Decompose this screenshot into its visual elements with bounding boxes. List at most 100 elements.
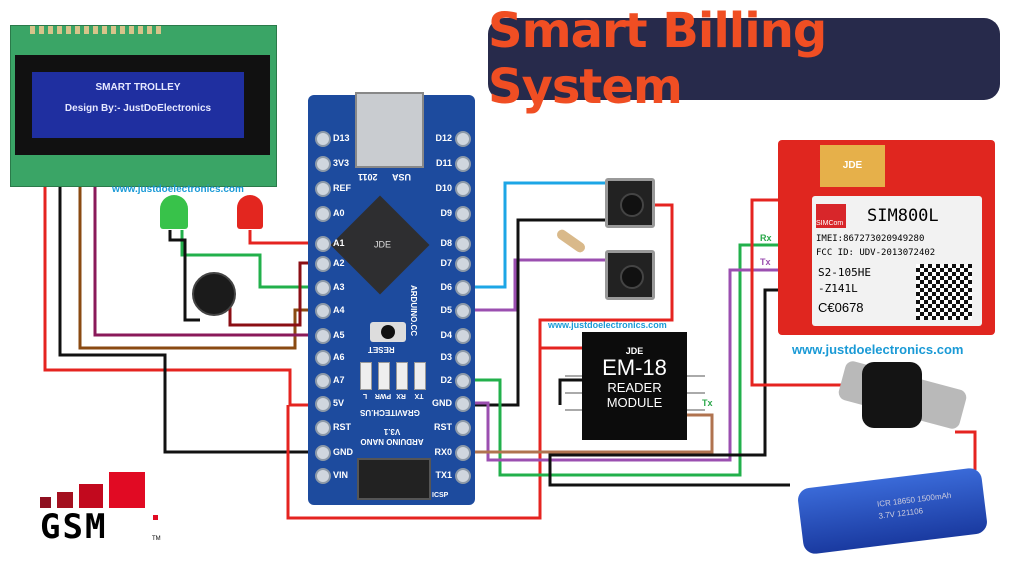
push-button-2[interactable] <box>605 250 655 300</box>
gsm-trademark: TM <box>152 536 161 542</box>
pin-right-5 <box>455 256 471 272</box>
pin-left-14 <box>315 468 331 484</box>
wire-black-sim-gnd <box>548 288 795 487</box>
power-switch[interactable] <box>862 362 922 428</box>
battery-label-2: 3.7V 121106 <box>877 506 924 521</box>
pin-label: GND <box>432 398 452 408</box>
icsp-header <box>357 458 431 500</box>
em18-reader-module: JDE EM-18 READER MODULE <box>582 332 687 440</box>
watermark-url: www.justdoelectronics.com <box>792 342 964 357</box>
wire-green-d3 <box>462 243 795 477</box>
wire-darkred-buzzer-a2 <box>228 261 322 327</box>
wire-black-gnd <box>168 230 200 322</box>
board-led <box>414 362 426 390</box>
pin-label: D12 <box>435 133 452 143</box>
pin-right-13 <box>455 445 471 461</box>
arduino-cc-label: ARDUINO.CC <box>409 285 418 337</box>
sim-code-2: -Z141L <box>818 282 858 295</box>
board-led <box>378 362 390 390</box>
pin-right-12 <box>455 420 471 436</box>
sim800l-chip: SIMCom SIM800L IMEI:867273020949280 FCC … <box>812 196 982 326</box>
pin-right-0 <box>455 131 471 147</box>
pin-label: D13 <box>333 133 350 143</box>
pin-label: A1 <box>333 238 345 248</box>
pin-label: A2 <box>333 258 345 268</box>
pin-label: D10 <box>435 183 452 193</box>
pin-left-13 <box>315 445 331 461</box>
em18-line2: READER <box>607 380 662 395</box>
wire-black-lcd-gnd <box>58 185 322 454</box>
pin-left-11 <box>315 396 331 412</box>
board-led <box>396 362 408 390</box>
wire-red-batt <box>955 430 977 470</box>
reset-label: RESET <box>368 345 395 354</box>
reset-button[interactable] <box>370 322 406 342</box>
watermark-url: www.justdoelectronics.com <box>112 184 244 195</box>
board-led <box>360 362 372 390</box>
lcd-line-1: SMART TROLLEY <box>95 82 181 93</box>
wire-purple-d2 <box>462 268 795 462</box>
chip-label: JDE <box>373 239 391 250</box>
usb-connector <box>355 92 424 168</box>
pin-label: 3V3 <box>333 158 350 168</box>
pin-left-8 <box>315 328 331 344</box>
wire-black-gnd-right <box>462 218 605 407</box>
battery-label-1: ICR 18650 1500mAh <box>876 490 952 509</box>
pin-left-2 <box>315 181 331 197</box>
sim-imei: IMEI:867273020949280 <box>816 234 925 244</box>
pin-left-9 <box>315 350 331 366</box>
pin-right-11 <box>455 396 471 412</box>
pin-label: A7 <box>333 375 345 385</box>
pin-right-10 <box>455 373 471 389</box>
pin-label: REF <box>333 183 351 193</box>
capacitor: JDE <box>820 145 885 187</box>
board-led-label: TX <box>414 392 424 399</box>
pin-label: 5V <box>333 398 345 408</box>
em18-tx-label: Tx <box>702 398 713 408</box>
usa-label: USA <box>392 172 412 182</box>
pin-right-14 <box>455 468 471 484</box>
watermark-url: www.justdoelectronics.com <box>548 320 667 330</box>
pin-label: D7 <box>440 258 452 268</box>
pin-label: D9 <box>440 208 452 218</box>
pin-left-10 <box>315 373 331 389</box>
pin-left-5 <box>315 256 331 272</box>
wire-brown-lcd-a4 <box>78 185 322 350</box>
wire-red-led-a1 <box>248 230 322 245</box>
wire-red-lcd-5v <box>43 185 322 407</box>
pin-label: A4 <box>333 305 345 315</box>
pin-label: GND <box>333 447 353 457</box>
pin-label: D5 <box>440 305 452 315</box>
page-title: Smart Billing System <box>488 3 827 115</box>
green-led <box>160 195 188 229</box>
em18-name: EM-18 <box>602 355 667 380</box>
pin-label: D3 <box>440 352 452 362</box>
pin-label: RST <box>434 422 452 432</box>
sim-tx-label: Tx <box>760 257 771 267</box>
pin-label: VIN <box>333 470 349 480</box>
pin-left-6 <box>315 280 331 296</box>
pin-right-1 <box>455 156 471 172</box>
pin-right-8 <box>455 328 471 344</box>
pin-label: A3 <box>333 282 345 292</box>
nano-model-label: ARDUINO NANO V3.1 <box>360 427 424 446</box>
pin-label: A6 <box>333 352 345 362</box>
board-led-label: L <box>362 392 368 399</box>
pin-right-7 <box>455 303 471 319</box>
pin-label: A5 <box>333 330 345 340</box>
wire-red-sim-vcc <box>750 198 845 387</box>
em18-line3: MODULE <box>606 395 663 410</box>
pin-left-4 <box>315 236 331 252</box>
red-led <box>237 195 263 229</box>
pin-label: D8 <box>440 238 452 248</box>
gravitech-label: GRAVITECH.US <box>360 408 420 417</box>
wire-red-btn <box>286 203 674 520</box>
push-button-1[interactable] <box>605 178 655 228</box>
board-led-label: RX <box>396 392 406 399</box>
sim-ce-mark: C€0678 <box>818 300 864 315</box>
pin-label: RX0 <box>434 447 452 457</box>
buzzer <box>192 272 236 316</box>
wire-purple-d5 <box>462 258 605 312</box>
pin-label: A0 <box>333 208 345 218</box>
lcd-screen: SMART TROLLEY Design By:- JustDoElectron… <box>32 72 244 138</box>
